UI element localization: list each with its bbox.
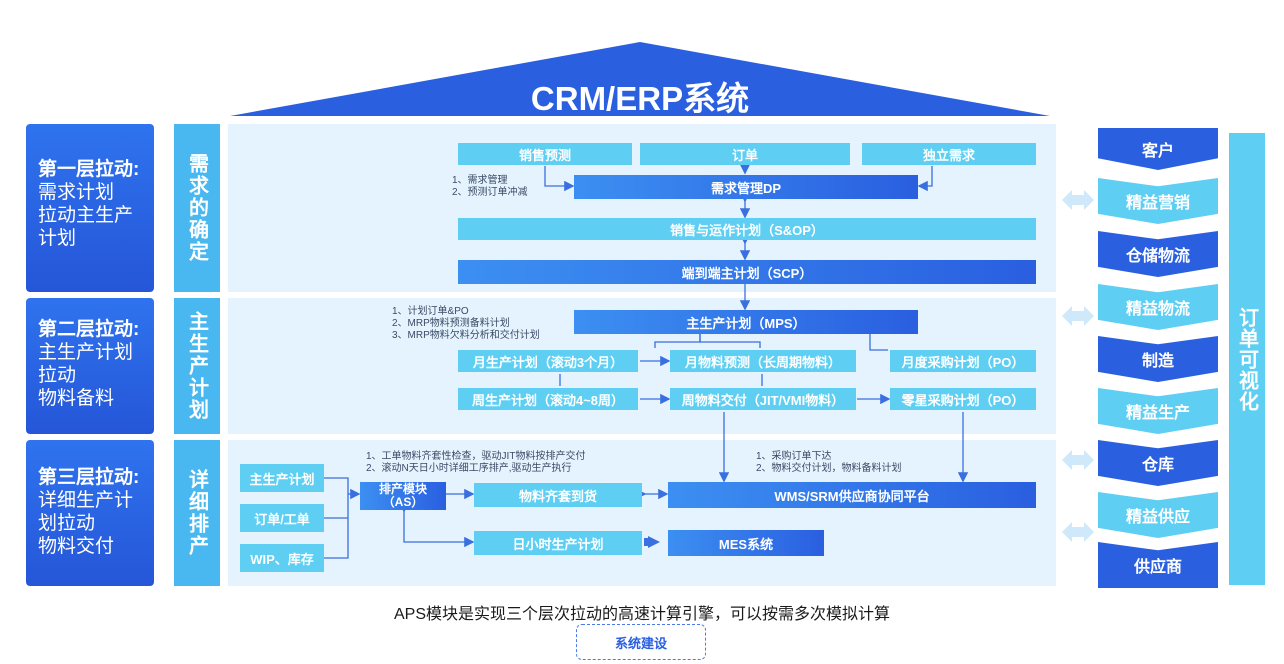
tier-1-tag: 第一层拉动: 需求计划 拉动主生产 计划	[26, 124, 154, 292]
monthly-production-plan: 月生产计划（滚动3个月）	[458, 350, 638, 372]
tier-1-notes: 1、需求管理 2、预测订单冲减	[452, 175, 528, 198]
tier-2-title: 第二层拉动:	[38, 319, 140, 340]
independent-demand-box: 独立需求	[862, 143, 1036, 165]
monthly-purchase-plan: 月度采购计划（PO）	[890, 350, 1036, 372]
tier-2-label: 主生产计划	[174, 298, 220, 434]
tier-2-body: 主生产计划 拉动 物料备料	[38, 342, 134, 409]
tier-3-notes-right: 1、采购订单下达 2、物料交付计划，物料备料计划	[756, 451, 902, 474]
sop-box: 销售与运作计划（S&OP）	[458, 218, 1036, 240]
tier-2-tag: 第二层拉动: 主生产计划 拉动 物料备料	[26, 298, 154, 434]
chain-lean-supply: 精益供应	[1098, 492, 1218, 538]
tier-3-tag: 第三层拉动: 详细生产计 划拉动 物料交付	[26, 440, 154, 586]
tier-3-label: 详细排产	[174, 440, 220, 586]
chain-manufacturing: 制造	[1098, 336, 1218, 382]
footer-caption: APS模块是实现三个层次拉动的高速计算引擎，可以按需多次模拟计算	[393, 606, 891, 623]
tier-1-title: 第一层拉动:	[38, 159, 140, 180]
chain-lean-logistics: 精益物流	[1098, 284, 1218, 330]
chain-customer: 客户	[1098, 128, 1218, 170]
tier-1-label: 需求的确定	[174, 124, 220, 292]
mes-box: MES系统	[668, 530, 824, 556]
chain-warehouse-logistics: 仓储物流	[1098, 231, 1218, 277]
page-title: CRM/ERP系统	[530, 80, 750, 117]
as-module-line1: 排产模块	[378, 482, 427, 496]
tier-2-notes: 1、计划订单&PO 2、MRP物料预测备料计划 3、MRP物料欠料分析和交付计划	[392, 306, 540, 341]
weekly-material-delivery: 周物料交付（JIT/VMI物料）	[670, 388, 856, 410]
material-kitting-box: 物料齐套到货	[474, 483, 642, 507]
roof	[230, 42, 1050, 116]
order-box: 订单	[640, 143, 850, 165]
as-module-line2: （AS）	[382, 495, 424, 509]
system-build-button[interactable]: 系统建设	[576, 624, 706, 660]
wms-srm-box: WMS/SRM供应商协同平台	[668, 482, 1036, 508]
tier-3-lane	[228, 440, 1056, 586]
demand-management-box: 需求管理DP	[574, 175, 918, 199]
value-chain: 客户 精益营销 仓储物流 精益物流 制造 精益生产 仓库 精益供应 供应商	[1098, 128, 1218, 588]
chain-lean-marketing: 精益营销	[1098, 178, 1218, 224]
as-module-box: 排产模块 （AS）	[360, 482, 446, 510]
tier-1-body: 需求计划 拉动主生产 计划	[38, 182, 134, 249]
chain-supplier: 供应商	[1098, 542, 1218, 588]
scp-box: 端到端主计划（SCP）	[458, 260, 1036, 284]
monthly-material-forecast: 月物料预测（长周期物料）	[670, 350, 856, 372]
weekly-production-plan: 周生产计划（滚动4~8周）	[458, 388, 638, 410]
mps-box: 主生产计划（MPS）	[574, 310, 918, 334]
input-master-plan: 主生产计划	[240, 464, 324, 492]
chain-warehouse: 仓库	[1098, 440, 1218, 486]
tier-3-body: 详细生产计 划拉动 物料交付	[38, 490, 134, 557]
chain-lean-production: 精益生产	[1098, 388, 1218, 434]
input-orders: 订单/工单	[240, 504, 324, 532]
daily-plan-box: 日小时生产计划	[474, 531, 642, 555]
order-visibility-bar: 订单可视化	[1229, 133, 1265, 585]
spot-purchase-plan: 零星采购计划（PO）	[890, 388, 1036, 410]
tier-3-title: 第三层拉动:	[38, 467, 140, 488]
sales-forecast-box: 销售预测	[458, 143, 632, 165]
input-wip-inventory: WIP、库存	[240, 544, 324, 572]
tier-3-notes-left: 1、工单物料齐套性检查，驱动JIT物料按排产交付 2、滚动N天日小时详细工序排产…	[366, 451, 586, 474]
